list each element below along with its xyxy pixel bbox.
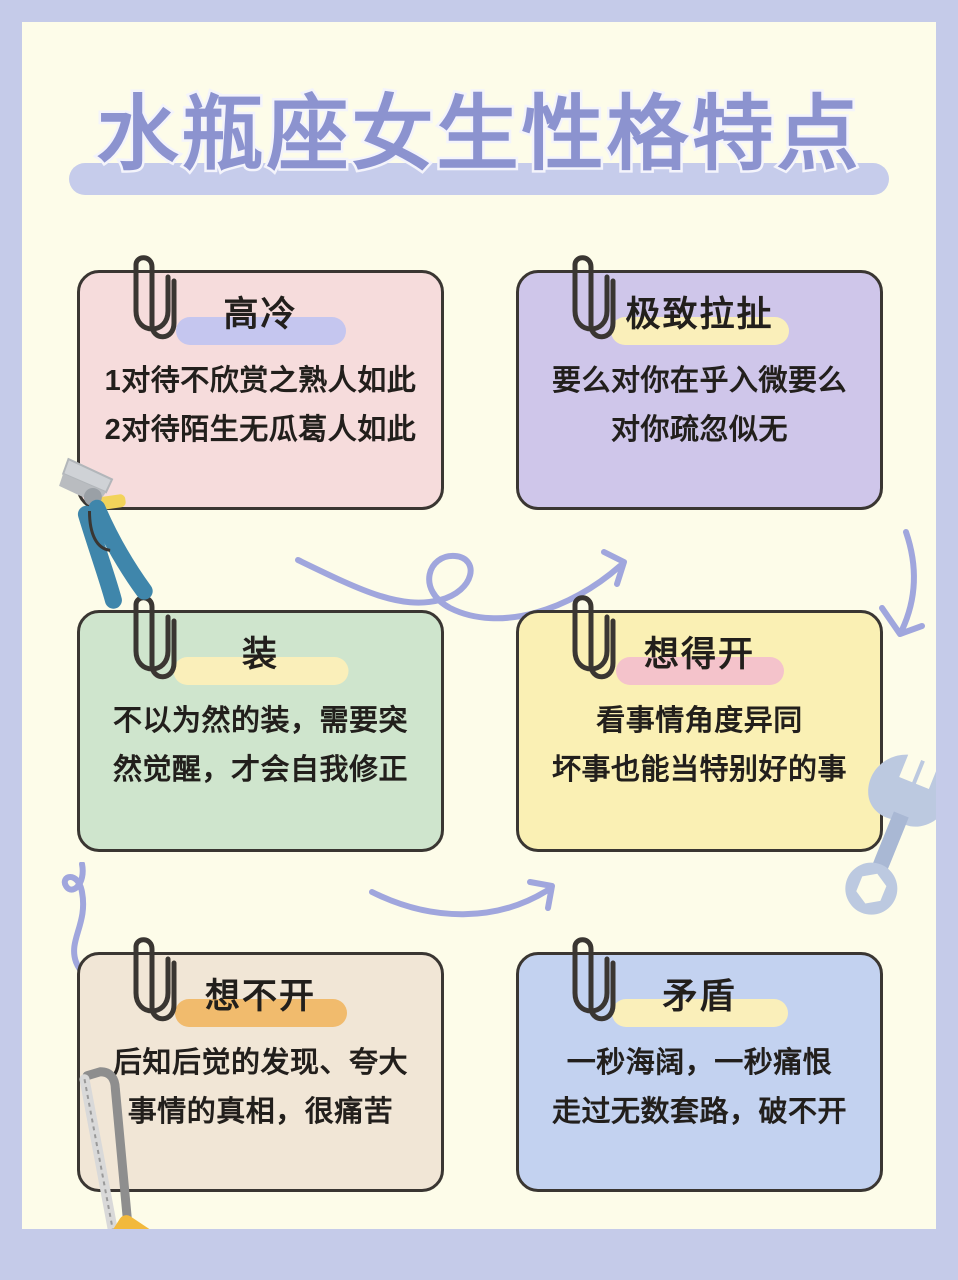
trait-card-maodun[interactable]: 矛盾 一秒海阔，一秒痛恨 走过无数套路，破不开: [516, 937, 883, 1192]
trait-card-gaoleng[interactable]: 高冷 1对待不欣赏之熟人如此 2对待陌生无瓜葛人如此: [77, 255, 444, 510]
title-highlight-bar: [174, 999, 347, 1027]
title-highlight-bar: [615, 657, 784, 685]
card-title-wrap: 极致拉扯: [519, 273, 880, 357]
card-title-wrap: 矛盾: [519, 955, 880, 1039]
card-line: 1对待不欣赏之熟人如此: [104, 365, 417, 397]
card-title: 高冷: [223, 295, 298, 334]
card-line: 要么对你在乎入微要么: [551, 365, 847, 397]
title-underline-bar: [69, 163, 889, 195]
trait-card-xiangdekai[interactable]: 想得开 看事情角度异同 坏事也能当特别好的事: [516, 595, 883, 852]
card-body: 一秒海阔，一秒痛恨 走过无数套路，破不开: [519, 1039, 880, 1137]
card-title: 极致拉扯: [625, 295, 774, 334]
trait-card-xiangbukai[interactable]: 想不开 后知后觉的发现、夸大 事情的真相，很痛苦: [77, 937, 444, 1192]
card-title-wrap: 想不开: [80, 955, 441, 1039]
card-body: 后知后觉的发现、夸大 事情的真相，很痛苦: [80, 1039, 441, 1137]
card-line: 一秒海阔，一秒痛恨: [566, 1047, 833, 1079]
title-highlight-bar: [175, 317, 346, 345]
card-line: 走过无数套路，破不开: [551, 1096, 847, 1128]
card-line: 不以为然的装，需要突: [112, 705, 408, 737]
card-title-wrap: 装: [80, 613, 441, 697]
title-highlight-bar: [611, 999, 788, 1027]
card-title: 想得开: [643, 635, 755, 674]
card-line: 然觉醒，才会自我修正: [112, 754, 408, 786]
card-line: 后知后觉的发现、夸大: [112, 1047, 408, 1079]
trait-card-zhuang[interactable]: 装 不以为然的装，需要突 然觉醒，才会自我修正: [77, 595, 444, 852]
trait-card-jizhilache[interactable]: 极致拉扯 要么对你在乎入微要么 对你疏忽似无: [516, 255, 883, 510]
poster-page: 水瓶座女生性格特点: [22, 22, 936, 1229]
card-title: 装: [241, 635, 279, 674]
card-body: 1对待不欣赏之熟人如此 2对待陌生无瓜葛人如此: [80, 357, 441, 455]
card-line: 坏事也能当特别好的事: [551, 754, 847, 786]
card-body: 看事情角度异同 坏事也能当特别好的事: [519, 697, 880, 795]
title-highlight-bar: [610, 317, 789, 345]
curved-arrow-right-icon: [369, 879, 555, 918]
card-title: 矛盾: [662, 977, 737, 1016]
card-line: 看事情角度异同: [596, 705, 803, 737]
card-line: 对你疏忽似无: [610, 414, 788, 446]
page-title: 水瓶座女生性格特点: [94, 87, 862, 183]
card-line: 事情的真相，很痛苦: [127, 1096, 394, 1128]
card-line: 2对待陌生无瓜葛人如此: [104, 414, 417, 446]
card-title: 想不开: [204, 977, 316, 1016]
card-title-wrap: 想得开: [519, 613, 880, 697]
page-title-block: 水瓶座女生性格特点: [22, 80, 936, 210]
card-body: 不以为然的装，需要突 然觉醒，才会自我修正: [80, 697, 441, 795]
card-body: 要么对你在乎入微要么 对你疏忽似无: [519, 357, 880, 455]
card-title-wrap: 高冷: [80, 273, 441, 357]
title-highlight-bar: [173, 657, 348, 685]
